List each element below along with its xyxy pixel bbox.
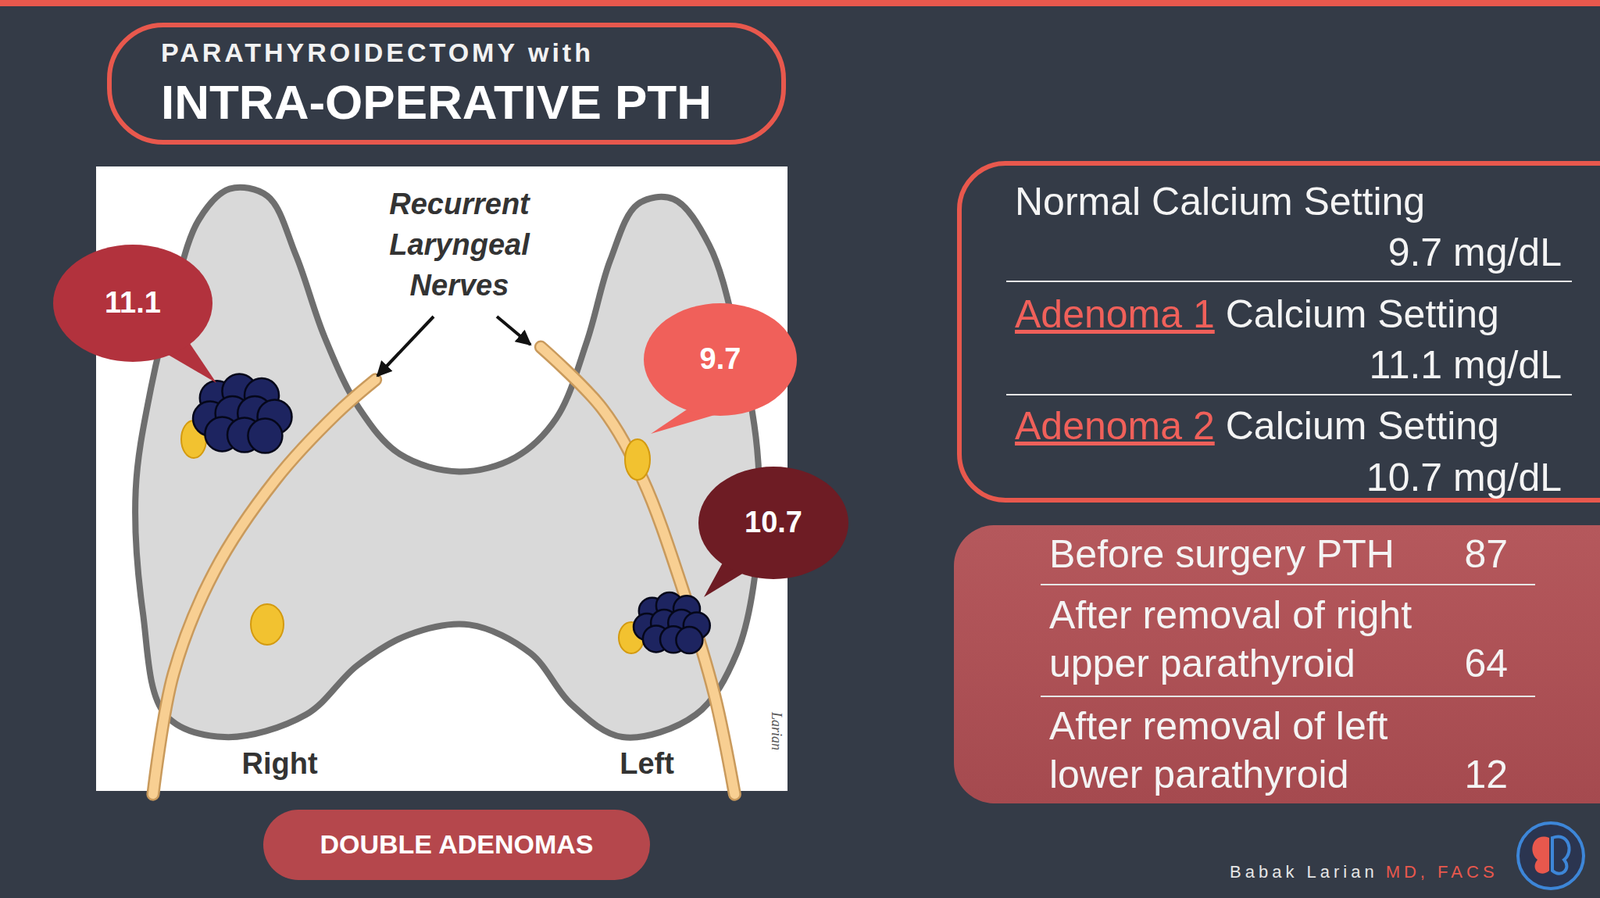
top-bar <box>0 0 1600 7</box>
table-cell: 10.7 mg/dL <box>1366 453 1562 501</box>
table-row: 64 <box>1464 639 1508 687</box>
callout-number: DOUBLE ADENOMAS <box>319 828 593 860</box>
table-cell: 11.1 mg/dL <box>1369 341 1562 389</box>
title-text: PARATHYROIDECTOMY with <box>160 37 594 68</box>
adenoma-lobule <box>247 418 283 454</box>
callout-bubble: 9.7 <box>643 303 797 416</box>
callout-number: 10.7 <box>744 505 803 540</box>
callout-bubble: 11.1 <box>53 244 213 362</box>
table-cell: Adenoma 1 <box>1014 290 1215 338</box>
adenoma-lobule <box>675 626 703 654</box>
logo-lobe <box>1552 835 1570 873</box>
side-label: Left <box>593 746 700 781</box>
table-row: After removal of right upper parathyroid <box>1049 590 1456 688</box>
table-cell: Adenoma 2 <box>1014 402 1215 450</box>
table-rule <box>1006 393 1572 396</box>
author-name: Babak Larian <box>1229 861 1379 883</box>
nerve-outline <box>153 379 376 794</box>
pth-table: Before surgery PTH 87After removal of rig… <box>953 525 1600 804</box>
table-rule <box>1040 695 1536 697</box>
callout-bubble: 10.7 <box>698 466 849 579</box>
table-row: 12 <box>1464 750 1508 798</box>
table-row: 10.7 mg/dL <box>1366 453 1562 501</box>
parathyroid-gland <box>625 439 650 480</box>
pointer-arrow <box>377 316 434 376</box>
logo-ring <box>1517 822 1584 889</box>
calcium-table: Normal Calcium Setting9.7 mg/dL Adenoma 1… <box>957 160 1600 503</box>
callout-number: 11.1 <box>104 285 161 321</box>
table-cell: After removal of right upper parathyroid <box>1049 590 1456 688</box>
table-cell: Calcium Setting <box>1225 402 1500 450</box>
side-label: Right <box>226 746 333 781</box>
table-rule <box>1006 280 1572 283</box>
logo-lobe <box>1532 835 1550 873</box>
illustration-panel <box>96 166 788 791</box>
callout-number: 9.7 <box>700 342 742 377</box>
table-cell: 87 <box>1464 530 1508 578</box>
table-cell: Before surgery PTH <box>1049 530 1395 578</box>
recurrent-laryngeal-nerve <box>153 379 376 794</box>
table-cell: Normal Calcium Setting <box>1014 178 1425 225</box>
table-row: Before surgery PTH <box>1049 530 1395 578</box>
nerve-label: Recurrent Laryngeal Nerves <box>357 183 561 306</box>
table-rule <box>1040 583 1536 586</box>
table-row: 11.1 mg/dL <box>1369 341 1562 389</box>
table-row: Adenoma 1Calcium Setting <box>1014 290 1500 338</box>
table-cell: After removal of left lower parathyroid <box>1049 701 1456 799</box>
author-credentials: MD, FACS <box>1385 861 1499 883</box>
title-text: INTRA-OPERATIVE PTH <box>160 74 712 130</box>
table-cell: 9.7 mg/dL <box>1388 228 1562 276</box>
signature: Larian <box>767 703 785 759</box>
table-cell: 12 <box>1464 750 1508 798</box>
title-box: PARATHYROIDECTOMY withINTRA-OPERATIVE PT… <box>107 22 786 145</box>
pointer-arrow <box>496 316 531 345</box>
table-row: Normal Calcium Setting <box>1014 178 1425 225</box>
table-cell: Calcium Setting <box>1225 290 1500 338</box>
table-row: After removal of left lower parathyroid <box>1049 701 1456 799</box>
caption-pill: DOUBLE ADENOMAS <box>263 809 650 880</box>
parathyroid-gland <box>250 603 284 645</box>
table-row: Adenoma 2Calcium Setting <box>1014 402 1500 450</box>
table-row: 9.7 mg/dL <box>1388 228 1562 276</box>
table-row: 87 <box>1464 530 1508 578</box>
table-cell: 64 <box>1464 639 1508 687</box>
